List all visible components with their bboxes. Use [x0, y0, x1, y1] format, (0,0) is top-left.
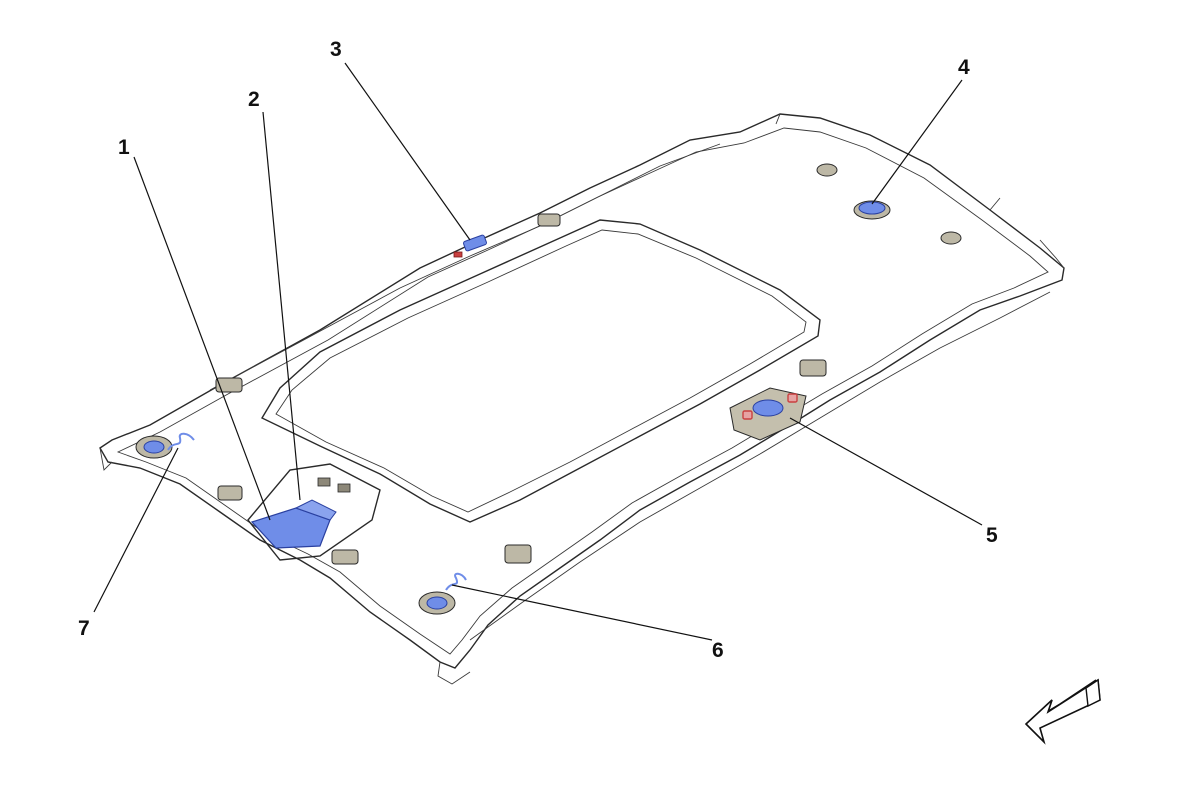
front-edge-fold [99, 447, 471, 685]
part-7-wire [167, 432, 195, 451]
callout-3: 3 [330, 38, 342, 61]
leader-3 [344, 62, 471, 241]
console-vent-2 [337, 483, 351, 493]
fittings [215, 163, 962, 565]
side-crease-right [469, 291, 1051, 641]
clip-front-center [331, 549, 359, 565]
leader-4 [871, 79, 963, 205]
clip-left-top [215, 377, 243, 393]
side-crease-left [209, 143, 721, 391]
clip-rear-left [816, 163, 838, 177]
part-6-wire [445, 572, 467, 591]
leader-lines [93, 62, 983, 641]
clip-front-right [504, 544, 532, 564]
leader-2 [262, 111, 301, 501]
courtesy-light-bracket [294, 499, 337, 521]
sunroof-frame [261, 219, 821, 523]
console-vent-1 [317, 477, 331, 487]
part-7-grab-handle [143, 440, 165, 454]
clip-top-center [537, 213, 561, 227]
part-3-red-tab [453, 251, 463, 258]
part-3-sun-visor-clip [463, 234, 487, 252]
clip-front-left [217, 485, 243, 501]
headliner-inner-contour [116, 127, 1049, 655]
clip-right-mid [799, 359, 827, 377]
clip-rear-right [940, 231, 962, 245]
courtesy-light-front [250, 507, 331, 549]
callout-labels: 1 2 3 4 5 6 7 [78, 38, 998, 662]
leader-1 [133, 156, 271, 521]
front-console-housing [247, 463, 381, 561]
callout-6: 6 [712, 639, 724, 662]
leader-5 [789, 417, 983, 526]
sunroof-opening [261, 219, 821, 523]
leader-6 [451, 584, 713, 641]
part-5-red-button-right [787, 393, 798, 403]
part-4-rear-light [858, 201, 886, 215]
sunroof-glass [275, 229, 807, 513]
headliner-outline [99, 113, 1065, 669]
direction-arrow-icon [1024, 678, 1101, 745]
callout-5: 5 [986, 524, 998, 547]
rear-edge-fold [775, 113, 1065, 269]
highlighted-parts [135, 200, 891, 615]
callout-1: 1 [118, 136, 130, 159]
part-5-red-button-left [742, 410, 753, 420]
arrow-side-face [1085, 678, 1101, 708]
callout-2: 2 [248, 88, 260, 111]
leader-7 [93, 447, 179, 613]
headliner-panel [99, 113, 1065, 685]
callout-4: 4 [958, 56, 970, 79]
part-5-reading-light [752, 399, 784, 417]
part-6-grab-handle [426, 596, 448, 610]
callout-7: 7 [78, 617, 90, 640]
